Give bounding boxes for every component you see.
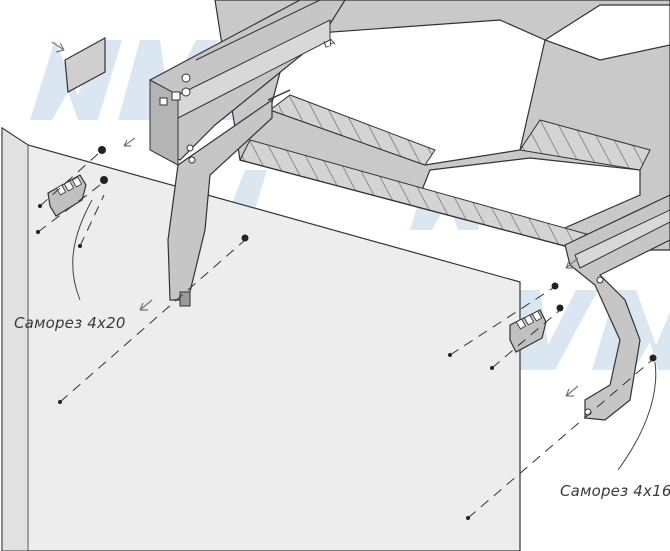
assembly-guides — [37, 151, 653, 519]
svg-text:LA: LA — [323, 37, 338, 51]
front-panel — [1, 126, 521, 551]
direction-arrows — [51, 41, 579, 397]
leader-left — [72, 199, 93, 301]
guide-endpoints — [36, 204, 494, 520]
adhesive-pad — [64, 36, 106, 93]
callout-screw-right: Саморез 4x16 — [560, 482, 670, 500]
right-bracket — [509, 309, 547, 353]
left-bracket — [47, 174, 87, 217]
leader-right — [617, 361, 657, 471]
right-side-profile — [564, 194, 670, 421]
left-side-profile: LA — [149, 0, 346, 307]
drawer-frame — [214, 0, 670, 251]
screws — [98, 146, 657, 362]
callout-screw-left: Саморез 4x20 — [14, 314, 126, 332]
